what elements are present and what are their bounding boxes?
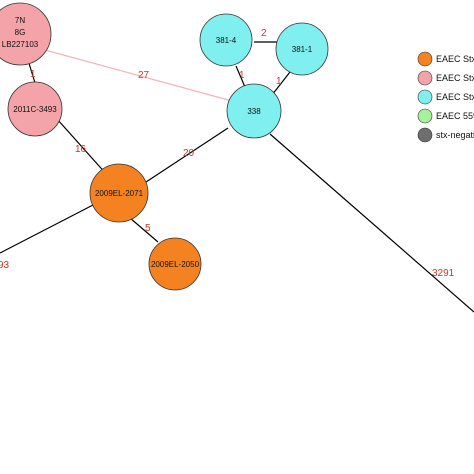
edge-label-topleft-2011c: 1 [30, 69, 36, 80]
edge-381-4-to-338 [235, 65, 246, 88]
legend-swatch [417, 108, 433, 124]
node-381-4[interactable]: 381-4 [199, 13, 253, 67]
edge-topleft-to-338 [44, 49, 233, 102]
node-label: 2009EL-2071 [95, 189, 144, 198]
legend-label: stx-negative [436, 130, 474, 140]
edge-label-2071-offleft: 93 [0, 260, 10, 271]
legend-item-eaec-559: EAEC 559 [417, 108, 474, 124]
node-label-line-3: LB227103 [2, 40, 39, 49]
node-lb227103[interactable]: 7N 8G LB227103 [0, 2, 52, 66]
node-2009el-2050[interactable]: 2009EL-2050 [148, 237, 202, 291]
legend-swatch [417, 127, 433, 143]
legend-item-stx-negative: stx-negative [417, 127, 474, 143]
legend-swatch [417, 70, 433, 86]
node-381-1[interactable]: 381-1 [275, 22, 329, 76]
node-2009el-2071[interactable]: 2009EL-2071 [89, 163, 149, 223]
legend-label: EAEC Stx [436, 73, 474, 83]
edge-2071-offleft [0, 204, 94, 254]
edge-label-381-4-338: 1 [239, 70, 245, 81]
legend-item-eaec-stx-pink: EAEC Stx [417, 70, 474, 86]
edge-338-offright [269, 133, 474, 313]
node-338[interactable]: 338 [226, 83, 282, 139]
edge-label-2071-2050: 5 [145, 223, 151, 234]
node-label: 2011C-3493 [13, 105, 57, 114]
legend-label: EAEC Stx [436, 54, 474, 64]
node-label: 381-1 [292, 45, 313, 54]
edges [0, 41, 474, 313]
legend: EAEC Stx EAEC Stx EAEC Stx EAEC 559 stx-… [417, 51, 474, 143]
legend-swatch [417, 89, 433, 105]
node-label-line-1: 7N [15, 16, 25, 25]
legend-label: EAEC 559 [436, 111, 474, 121]
edge-381-1-to-338 [271, 71, 291, 96]
edge-2071-to-2050 [129, 217, 159, 243]
legend-label: EAEC Stx [436, 92, 474, 102]
edge-label-topleft-338: 27 [138, 70, 150, 81]
node-label: 338 [247, 107, 261, 116]
legend-item-eaec-stx-cyan: EAEC Stx [417, 89, 474, 105]
edge-label-2071-338: 20 [183, 148, 195, 159]
edge-label-2011c-2071: 16 [75, 144, 87, 155]
legend-item-eaec-stx-orange: EAEC Stx [417, 51, 474, 67]
edge-2071-to-338 [142, 127, 229, 185]
legend-swatch [417, 51, 433, 67]
edge-label-338-offright: 3291 [432, 268, 455, 279]
nodes: 7N 8G LB227103 2011C-3493 2009EL-2071 20… [0, 2, 329, 291]
node-label-line-2: 8G [15, 28, 26, 37]
edge-label-381-4-381-1: 2 [261, 28, 267, 39]
node-label: 2009EL-2050 [151, 260, 200, 269]
node-label: 381-4 [216, 36, 237, 45]
edge-label-381-1-338: 1 [276, 76, 282, 87]
node-2011c-3493[interactable]: 2011C-3493 [7, 81, 63, 137]
edge-labels: 1 27 16 20 5 93 2 1 1 3291 [0, 28, 455, 279]
